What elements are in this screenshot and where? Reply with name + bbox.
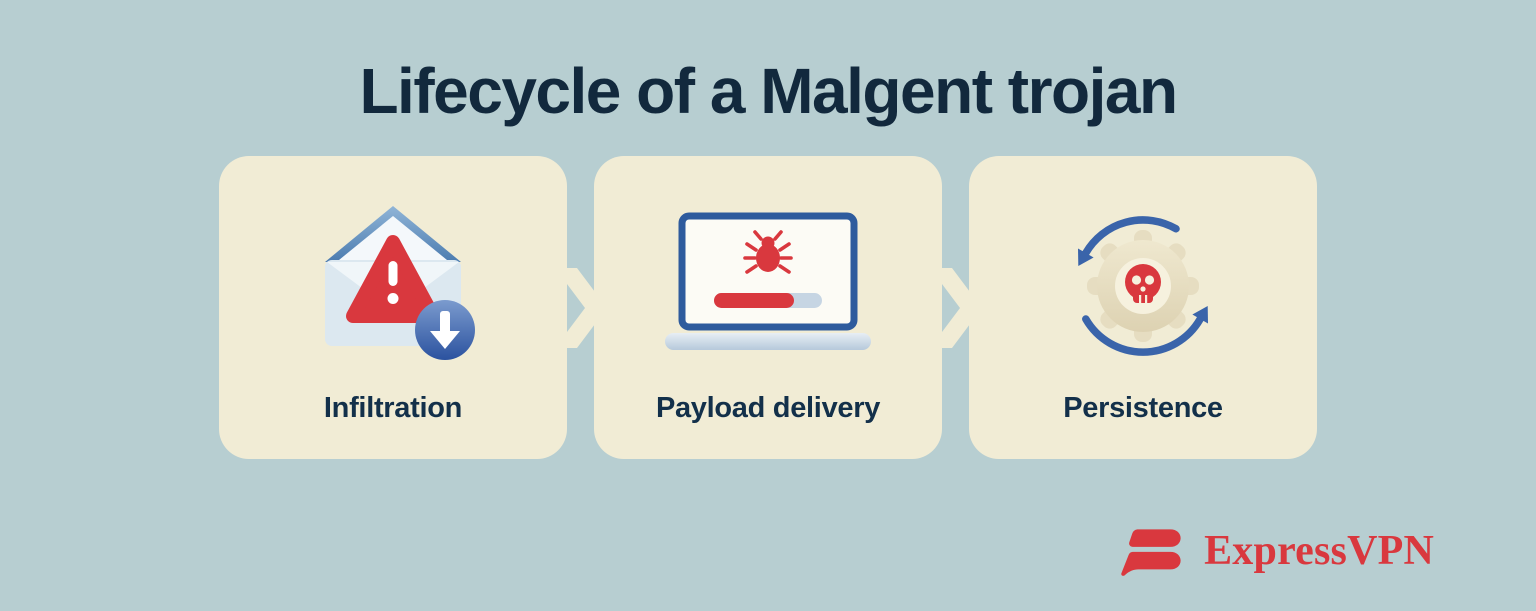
expressvpn-logo: ExpressVPN	[1118, 520, 1434, 582]
download-icon	[415, 300, 475, 360]
arrow-connector	[929, 156, 982, 459]
cycle-arrows-icon	[1078, 216, 1208, 356]
expressvpn-wordmark: ExpressVPN	[1204, 528, 1434, 574]
chevron-right-icon	[929, 267, 982, 348]
stage-label: Infiltration	[323, 392, 463, 424]
page-title: Lifecycle of a Malgent trojan	[359, 55, 1178, 127]
bug-icon	[743, 230, 793, 274]
envelope-icon	[325, 206, 475, 360]
expressvpn-logo-icon	[1121, 529, 1181, 576]
chevron-right-icon	[554, 267, 607, 348]
stage-label: Persistence	[1063, 392, 1223, 424]
stage-card-persistence: Persistence	[969, 156, 1317, 459]
infographic: Lifecycle of a Malgent trojan	[0, 55, 1536, 576]
infected-laptop-icon	[653, 194, 883, 374]
lifecycle-stages: Infiltration	[0, 156, 1536, 459]
malware-persistence-icon	[1053, 194, 1233, 374]
warning-triangle-icon	[346, 235, 440, 323]
skull-icon	[1125, 264, 1161, 303]
gear-skull-cycle-icon	[1078, 216, 1208, 356]
progress-bar	[714, 293, 822, 308]
stage-label: Payload delivery	[655, 392, 881, 424]
laptop-icon	[665, 212, 871, 350]
arrow-connector	[554, 156, 607, 459]
stage-card-infiltration: Infiltration	[219, 156, 567, 459]
malicious-email-icon	[293, 194, 493, 374]
stage-card-payload-delivery: Payload delivery	[594, 156, 942, 459]
